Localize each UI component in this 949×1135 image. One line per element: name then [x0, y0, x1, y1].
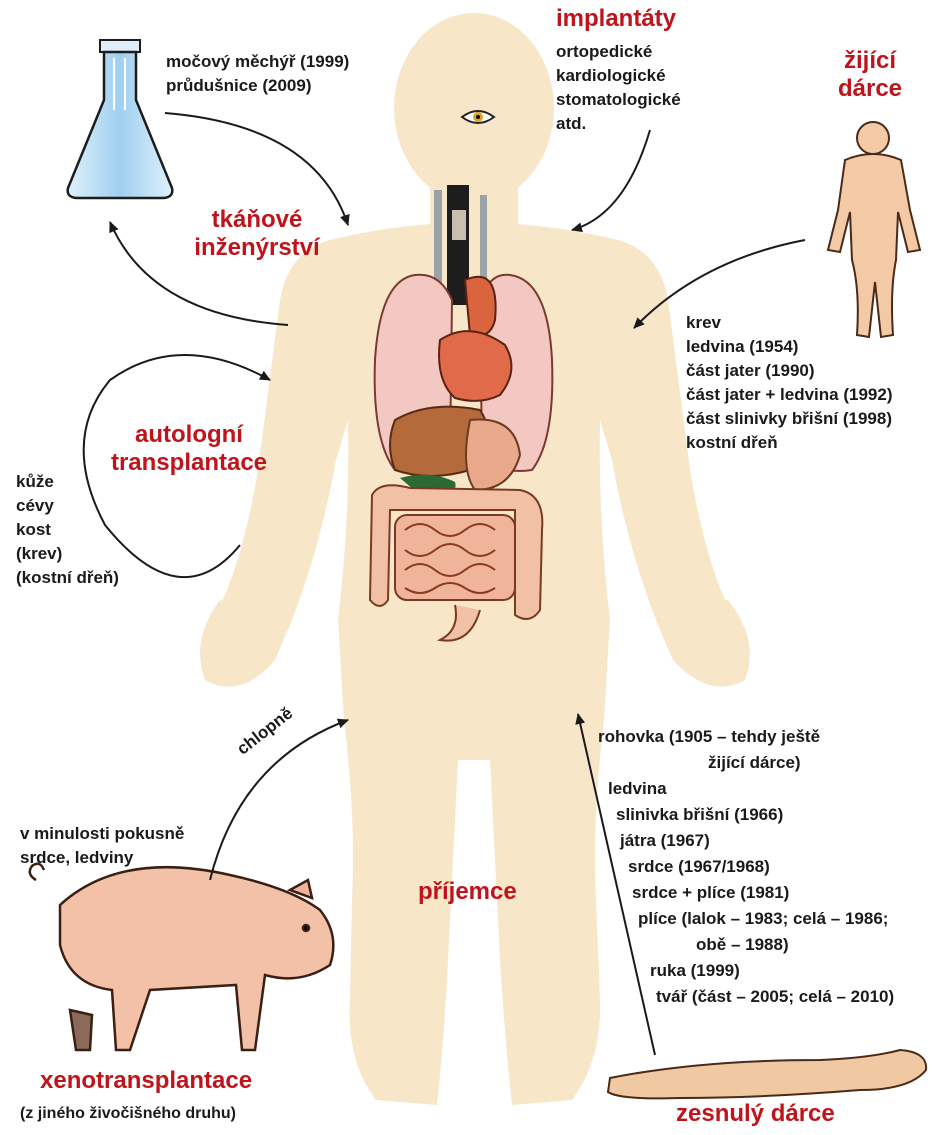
list-item: kostní dřeň — [686, 431, 892, 455]
implants-title: implantáty — [556, 5, 676, 33]
list-item: plíce (lalok – 1983; celá – 1986; — [598, 906, 894, 932]
list-item: stomatologické — [556, 88, 681, 112]
xeno-subtitle: (z jiného živočišného druhu) — [20, 1102, 236, 1126]
flask-icon — [68, 40, 173, 198]
deceased-donor-title: zesnulý dárce — [676, 1100, 835, 1128]
arrow-xeno-to-recipient — [210, 720, 348, 880]
list-item: slinivka břišní (1966) — [598, 802, 894, 828]
list-item: ruka (1999) — [598, 958, 894, 984]
list-item: srdce, ledviny — [20, 846, 184, 870]
list-item: v minulosti pokusně — [20, 822, 184, 846]
tissue-engineering-title: tkáňové inženýrství — [172, 206, 342, 262]
list-item: kost — [16, 518, 119, 542]
living-donor-title: žijící dárce — [810, 47, 930, 103]
arrow-implants-to-recipient — [572, 130, 650, 230]
xeno-title: xenotransplantace — [40, 1067, 252, 1095]
list-item: tvář (část – 2005; celá – 2010) — [598, 984, 894, 1010]
implants-items: ortopedické kardiologické stomatologické… — [556, 40, 681, 136]
list-item: srdce + plíce (1981) — [598, 880, 894, 906]
list-item: močový měchýř (1999) — [166, 50, 349, 74]
list-item: kardiologické — [556, 64, 681, 88]
recipient-title: příjemce — [418, 878, 517, 906]
autologous-title: autologní transplantace — [100, 421, 278, 477]
living-donor-figure — [828, 122, 920, 337]
list-item: atd. — [556, 112, 681, 136]
autologous-items: kůže cévy kost (krev) (kostní dřeň) — [16, 470, 119, 590]
pig-figure — [30, 864, 334, 1050]
deceased-donor-items: rohovka (1905 – tehdy ještě žijící dárce… — [598, 724, 894, 1010]
list-item: část jater (1990) — [686, 359, 892, 383]
list-item: krev — [686, 311, 892, 335]
list-item: (kostní dřeň) — [16, 566, 119, 590]
list-item: kůže — [16, 470, 119, 494]
list-item: průdušnice (2009) — [166, 74, 349, 98]
tissue-engineering-items: močový měchýř (1999) průdušnice (2009) — [166, 50, 349, 98]
list-item: ortopedické — [556, 40, 681, 64]
living-donor-items: krev ledvina (1954) část jater (1990) čá… — [686, 311, 892, 455]
list-item: játra (1967) — [598, 828, 894, 854]
deceased-donor-figure — [608, 1050, 926, 1098]
list-item: srdce (1967/1968) — [598, 854, 894, 880]
list-item: část jater + ledvina (1992) — [686, 383, 892, 407]
xeno-items: v minulosti pokusně srdce, ledviny — [20, 822, 184, 870]
list-item: cévy — [16, 494, 119, 518]
list-item: ledvina (1954) — [686, 335, 892, 359]
list-item: obě – 1988) — [598, 932, 894, 958]
list-item: žijící dárce) — [598, 750, 894, 776]
list-item: rohovka (1905 – tehdy ještě — [598, 724, 894, 750]
list-item: část slinivky břišní (1998) — [686, 407, 892, 431]
list-item: (krev) — [16, 542, 119, 566]
list-item: ledvina — [598, 776, 894, 802]
